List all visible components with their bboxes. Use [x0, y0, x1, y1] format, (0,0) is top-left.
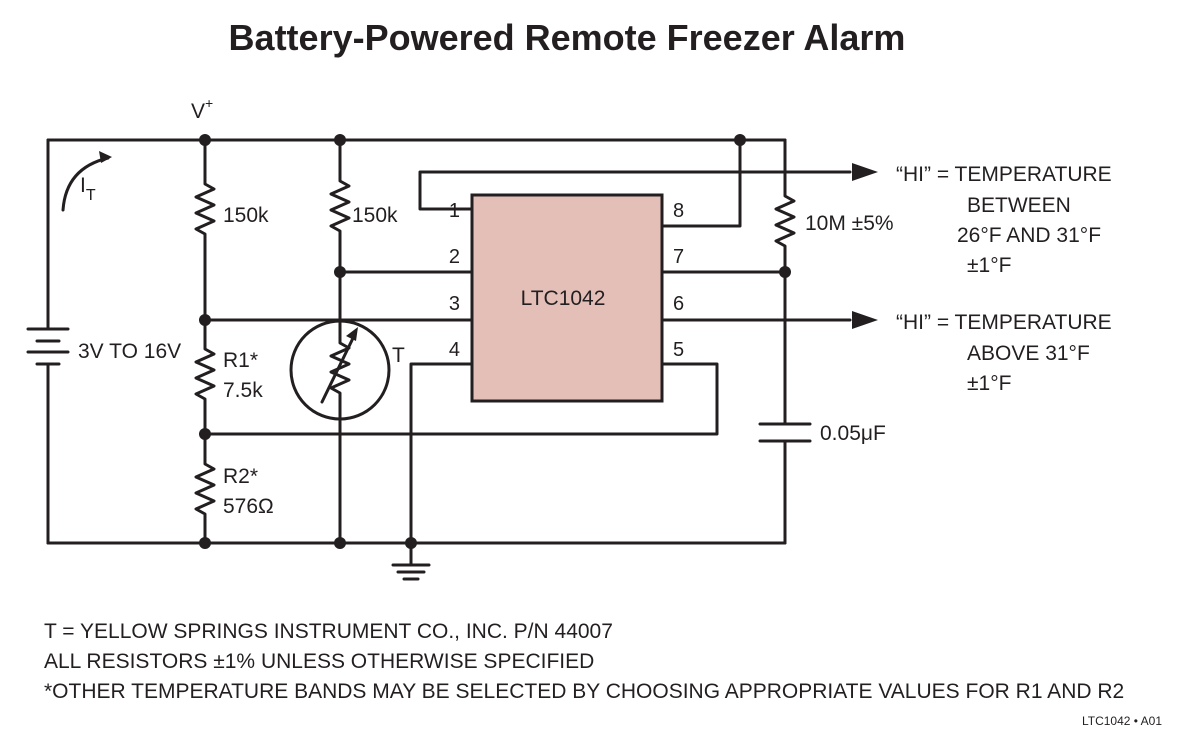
pin8-supply-wire [660, 138, 742, 228]
diagram-title: Battery-Powered Remote Freezer Alarm [229, 17, 906, 58]
pin-4-label: 4 [449, 339, 460, 361]
r2-value-label: 576Ω [223, 495, 274, 518]
output2-line-3: ±1°F [967, 372, 1011, 395]
output1-line-2: BETWEEN [967, 194, 1071, 217]
resistor-10m-label: 10M ±5% [805, 212, 894, 235]
footnotes: T = YELLOW SPRINGS INSTRUMENT CO., INC. … [44, 620, 1124, 703]
battery-label: 3V TO 16V [78, 340, 181, 363]
output1-arrow-head [852, 163, 878, 181]
current-arrow-head [99, 151, 112, 163]
output1-line-1: “HI” = TEMPERATURE [896, 163, 1112, 186]
thermistor-label: T [392, 344, 405, 367]
note-thermistor: T = YELLOW SPRINGS INSTRUMENT CO., INC. … [44, 620, 613, 643]
output2-line-2: ABOVE 31°F [967, 342, 1090, 365]
current-subscript: T [86, 187, 96, 204]
junction-dots [199, 134, 791, 549]
current-label: IT [80, 174, 96, 204]
middle-resistor-thermistor-chain [329, 138, 351, 545]
ltc1042-chip [470, 193, 664, 403]
r1-name-label: R1* [223, 349, 258, 372]
r1-value-label: 7.5k [223, 379, 263, 402]
vplus-rail: V [191, 100, 205, 123]
output2-description: “HI” = TEMPERATURE ABOVE 31°F ±1°F [896, 311, 1112, 395]
left-resistor-chain [194, 138, 216, 545]
pin-2-label: 2 [449, 246, 460, 268]
pin4-ground-wire [409, 362, 474, 545]
resistor-150k-left-label: 150k [223, 204, 269, 227]
pin-1-label: 1 [449, 200, 460, 222]
output1-line-3: 26°F AND 31°F [957, 224, 1101, 247]
pin-8-label: 8 [673, 200, 684, 222]
figure-id: LTC1042 • A01 [1082, 714, 1162, 728]
pin-6-label: 6 [673, 293, 684, 315]
capacitor-label: 0.05μF [820, 422, 886, 445]
thermistor-variable-arrow [320, 332, 357, 404]
output1-line-4: ±1°F [967, 254, 1011, 277]
chip-name-label: LTC1042 [521, 287, 606, 310]
vplus-label: V+ [191, 95, 213, 123]
vplus-superscript: + [205, 95, 213, 111]
output1-description: “HI” = TEMPERATURE BETWEEN 26°F AND 31°F… [896, 163, 1112, 277]
r2-name-label: R2* [223, 465, 258, 488]
output2-arrow-head [852, 311, 878, 329]
note-resistors: ALL RESISTORS ±1% UNLESS OTHERWISE SPECI… [44, 650, 594, 673]
pin-3-label: 3 [449, 293, 460, 315]
pin5-feedback-wire [203, 362, 719, 436]
output2-line-1: “HI” = TEMPERATURE [896, 311, 1112, 334]
right-resistor-wire [774, 138, 796, 426]
thermistor-arrow-head [346, 327, 358, 341]
resistor-150k-mid-label: 150k [352, 204, 398, 227]
pin-7-label: 7 [673, 246, 684, 268]
current-symbol: I [80, 174, 86, 197]
note-temperature-bands: *OTHER TEMPERATURE BANDS MAY BE SELECTED… [44, 680, 1124, 703]
battery-symbol [26, 327, 70, 366]
pin1-output-wire [418, 170, 852, 211]
pin-5-label: 5 [673, 339, 684, 361]
